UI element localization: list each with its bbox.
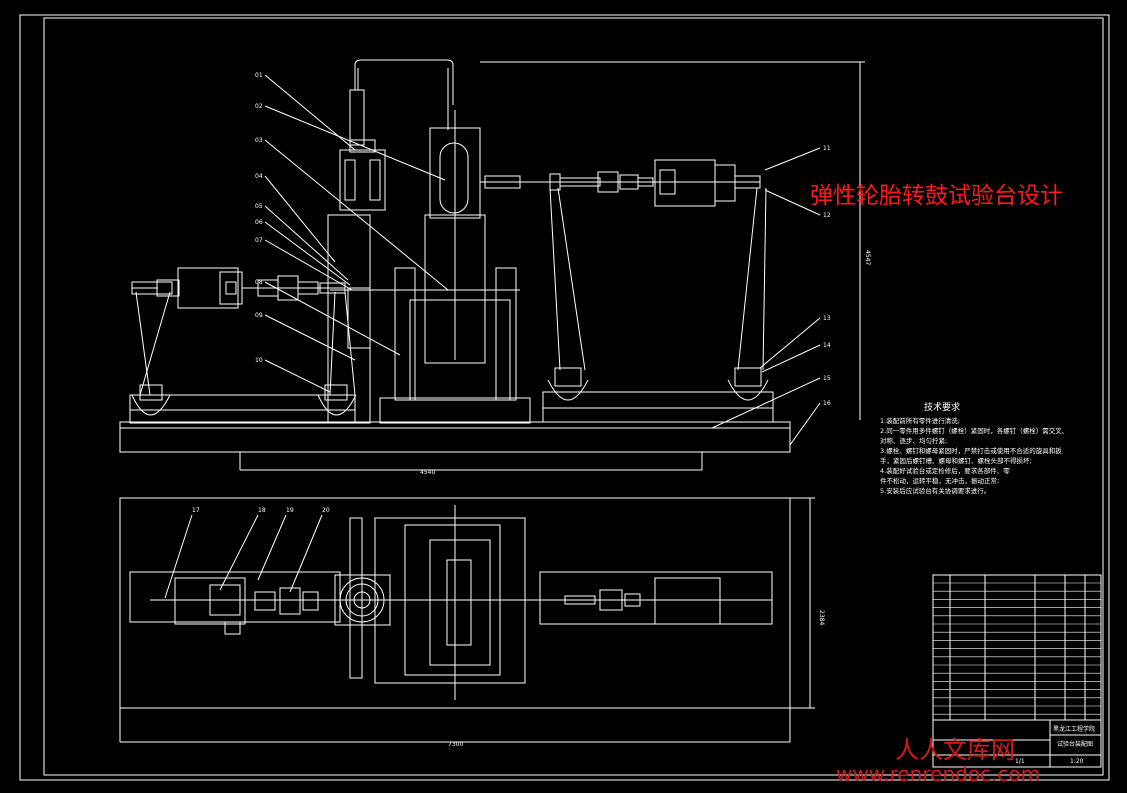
tech-line: 件不松动，运转平稳，无冲击，振动正常;	[880, 477, 1000, 485]
watermark-url: www.renrendoc.com	[836, 762, 1041, 786]
plan-outline	[119, 497, 791, 709]
technical-requirements: 技术要求 1.装配前所有零件进行清洗; 2.同一零件用多件螺钉（螺栓）紧固时，各…	[880, 403, 1090, 496]
school-name: 黑龙江工程学院	[1053, 725, 1095, 733]
part-label: 19	[286, 507, 294, 514]
drum-pedestal	[379, 397, 531, 424]
left-motor	[177, 267, 239, 309]
watermark-cn: 人人文库网	[895, 736, 1015, 764]
part-label: 20	[322, 507, 330, 514]
base-plate	[119, 421, 791, 453]
part-label: 01	[255, 72, 263, 79]
part-label: 16	[823, 400, 831, 407]
part-label: 04	[255, 173, 263, 180]
right-motor-bed	[542, 391, 774, 423]
right-motor	[654, 159, 716, 207]
tech-line: 手，紧固后螺钉槽、螺母和螺钉、螺栓头部不得损坏;	[880, 457, 1032, 465]
tech-line: 2.同一零件用多件螺钉（螺栓）紧固时，各螺钉（螺栓）需交叉、	[880, 427, 1069, 435]
part-label: 06	[255, 219, 263, 226]
part-label: 05	[255, 203, 263, 210]
outer-border	[19, 14, 1110, 781]
page-title: 弹性轮胎转鼓试验台设计	[810, 183, 1063, 209]
scale-text: 1:20	[1070, 758, 1084, 765]
tech-line: 3.螺栓、螺钉和螺母紧固时，严禁打击或使用不合适的旋具和扳	[880, 447, 1062, 455]
part-label: 09	[255, 312, 263, 319]
tech-line: 1.装配前所有零件进行清洗;	[880, 417, 960, 425]
dim-plan-height: 2384	[818, 610, 825, 625]
inner-border	[43, 17, 1104, 776]
part-label: 17	[192, 507, 200, 514]
tech-line: 对称、逐步、均匀拧紧;	[880, 437, 948, 445]
part-label: 15	[823, 375, 831, 382]
left-motor-bed	[129, 394, 356, 424]
part-label: 18	[258, 507, 266, 514]
part-label: 07	[255, 237, 263, 244]
tech-line: 5.安装后应试验台有关协调要求进行。	[880, 487, 991, 495]
dim-total-width: 7300	[448, 741, 463, 748]
part-label: 02	[255, 103, 263, 110]
part-label: 10	[255, 357, 263, 364]
part-label: 11	[823, 145, 831, 152]
tech-line: 4.装配好试验台或定检修后，要求各部件、零	[880, 467, 1010, 475]
part-label: 14	[823, 342, 831, 349]
drawing-name: 试验台装配图	[1057, 740, 1093, 748]
part-label: 08	[255, 279, 263, 286]
dim-side-height: 4547	[864, 250, 871, 265]
hydraulic-cylinder	[339, 149, 386, 211]
part-label: 03	[255, 137, 263, 144]
dim-front-width: 4540	[420, 469, 435, 476]
sheet-text: 1/1	[1015, 758, 1025, 765]
tech-title: 技术要求	[924, 403, 961, 413]
part-label: 13	[823, 315, 831, 322]
title-block	[932, 574, 1102, 768]
part-label: 12	[823, 212, 831, 219]
